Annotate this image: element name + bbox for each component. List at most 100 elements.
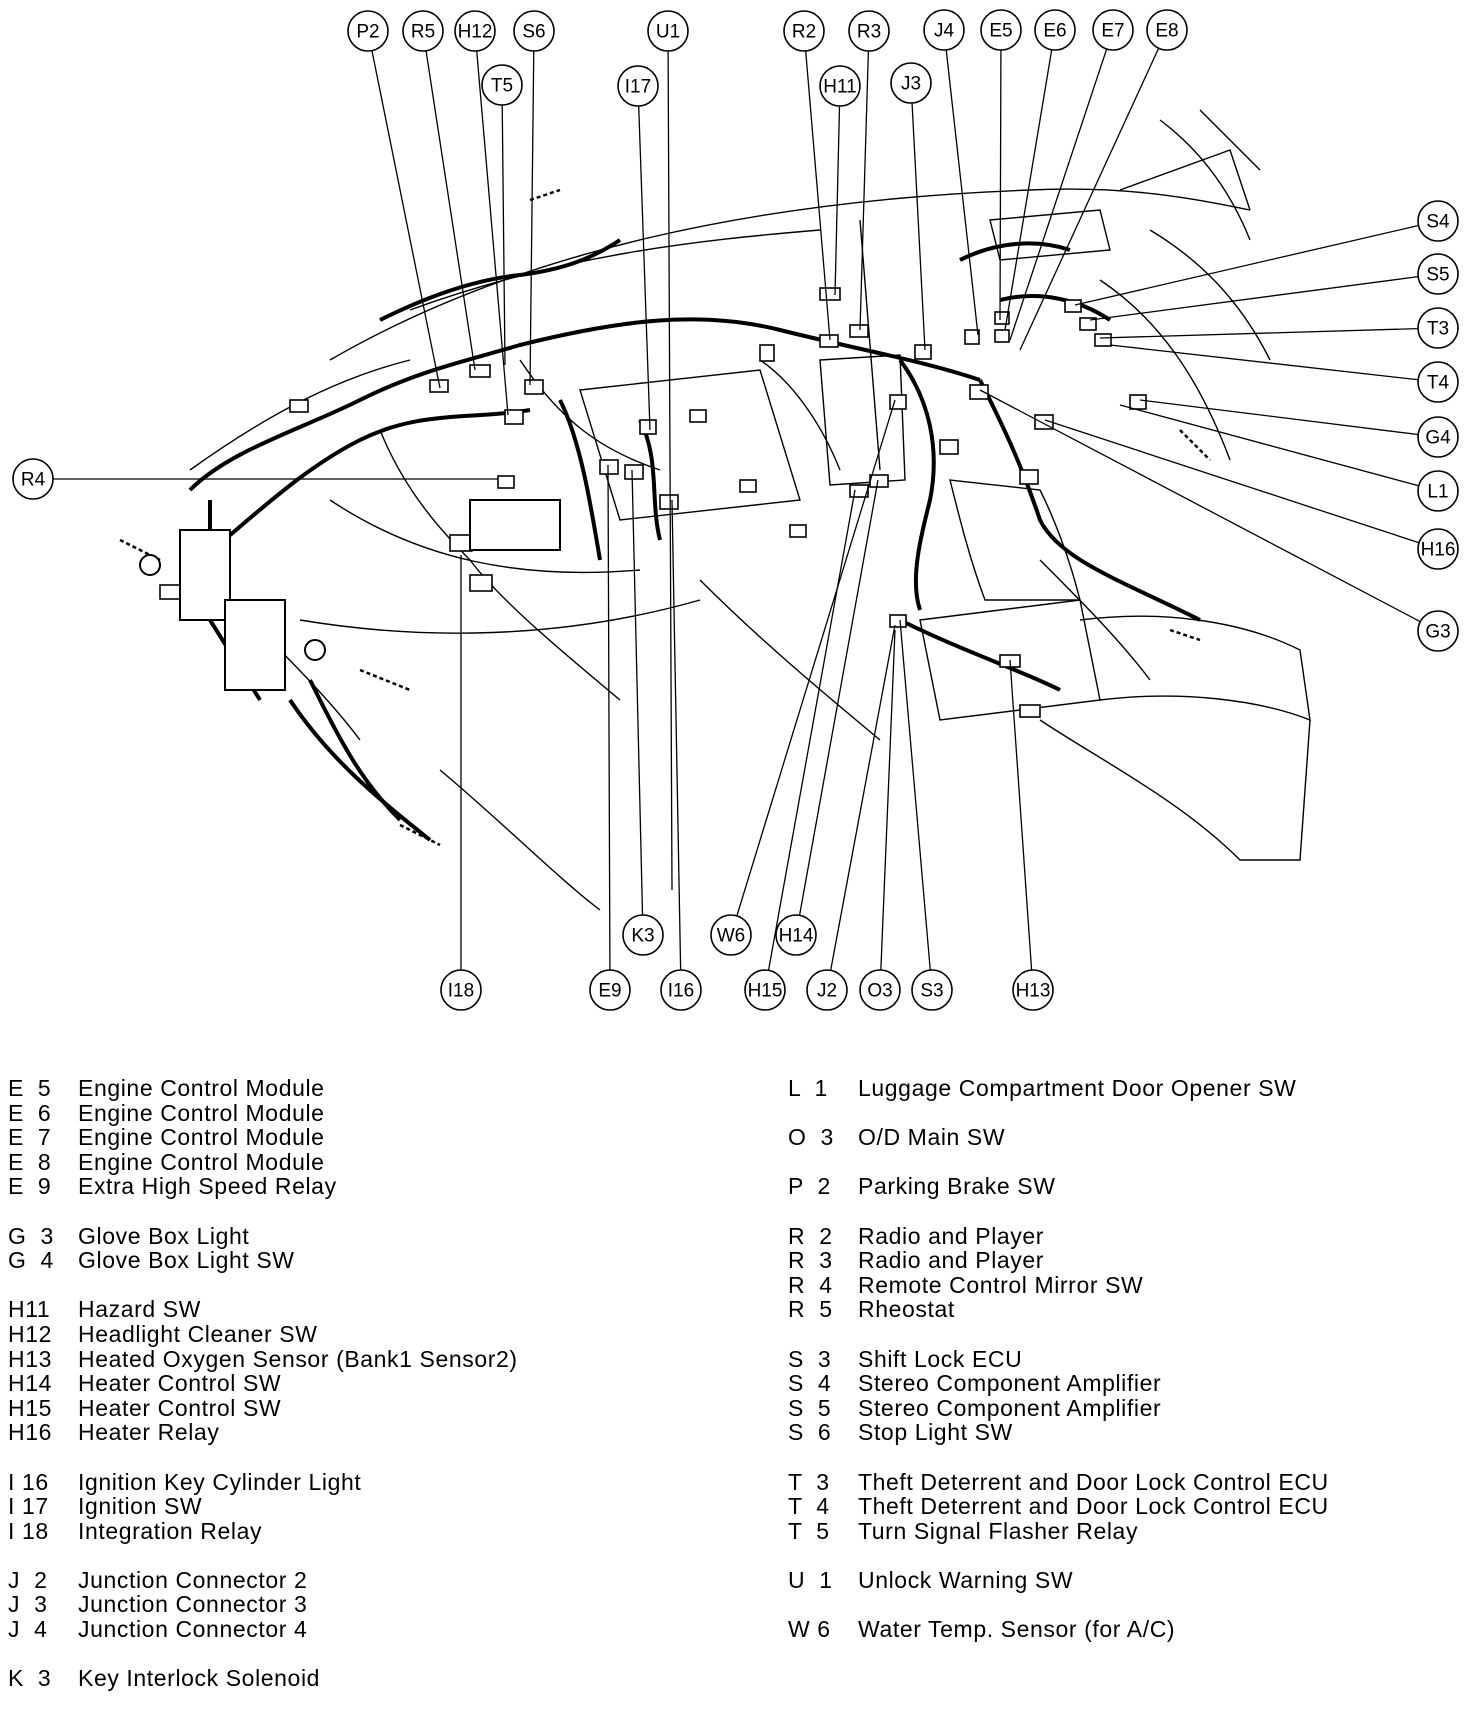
legend-name: Engine Control Module xyxy=(78,1075,325,1101)
callout-circle xyxy=(1034,9,1076,51)
callout-circle xyxy=(12,458,54,500)
callout-o3: O3 xyxy=(859,629,901,1011)
callout-circle xyxy=(347,10,389,52)
callout-circle xyxy=(481,64,523,106)
callout-label: R5 xyxy=(411,22,435,43)
legend-code: L 1 xyxy=(788,1075,828,1101)
legend-name: Remote Control Mirror SW xyxy=(858,1271,1144,1298)
legend-name: Stereo Component Amplifier xyxy=(858,1370,1162,1397)
callout-circle xyxy=(1417,307,1459,349)
callout-e9: E9 xyxy=(589,464,631,1011)
legend-code: E 5 xyxy=(8,1075,52,1101)
legend-name: Radio and Player xyxy=(858,1222,1045,1249)
legend-name: Turn Signal Flasher Relay xyxy=(858,1517,1139,1544)
dashboard-outline xyxy=(189,109,1311,911)
callout-label: S4 xyxy=(1426,212,1450,233)
callout-label: E9 xyxy=(598,981,621,1002)
legend-name: Stop Light SW xyxy=(858,1419,1013,1446)
leader-line xyxy=(371,50,441,389)
callout-label: T4 xyxy=(1427,373,1450,394)
callout-e7: E7 xyxy=(1009,9,1134,341)
callout-label: G4 xyxy=(1425,428,1451,449)
legend-code: K 3 xyxy=(8,1665,52,1692)
legend-name: Junction Connector 3 xyxy=(78,1591,308,1618)
legend-code: H15 xyxy=(8,1394,52,1421)
callout-circle xyxy=(806,969,848,1011)
legend-code: H12 xyxy=(8,1320,52,1347)
leader-line xyxy=(1019,47,1160,351)
callout-e6: E6 xyxy=(1004,9,1076,331)
callout-k3: K3 xyxy=(622,469,664,956)
legend-code: R 3 xyxy=(788,1247,833,1274)
callout-label: H16 xyxy=(1421,540,1456,561)
callout-circle xyxy=(848,10,890,52)
callout-circle xyxy=(783,10,825,52)
callout-label: H14 xyxy=(779,926,814,947)
callout-label: P2 xyxy=(356,22,379,43)
callout-label: S3 xyxy=(920,981,943,1002)
leader-line xyxy=(1139,399,1419,436)
callout-label: W6 xyxy=(717,926,746,947)
legend-code: G 3 xyxy=(8,1222,54,1249)
legend-name: Shift Lock ECU xyxy=(858,1345,1023,1372)
callout-t4: T4 xyxy=(1109,344,1459,403)
callout-label: L1 xyxy=(1427,482,1448,503)
legend-code: I 18 xyxy=(8,1517,49,1544)
callout-circle xyxy=(1417,200,1459,242)
callout-s5: S5 xyxy=(1089,253,1459,321)
callout-label: E7 xyxy=(1101,21,1124,42)
legend-row: S 4 Stereo Component Amplifier xyxy=(788,1371,1329,1396)
callout-circle xyxy=(819,65,861,107)
legend-code: H14 xyxy=(8,1370,52,1397)
legend-code: P 2 xyxy=(788,1173,831,1200)
leader-line xyxy=(1119,404,1419,487)
callout-i17: I17 xyxy=(617,65,659,431)
callout-circle xyxy=(980,9,1022,51)
legend-name: Theft Deterrent and Door Lock Control EC… xyxy=(858,1493,1329,1520)
callout-s6: S6 xyxy=(513,10,555,386)
leader-line xyxy=(736,399,896,917)
legend-name: Ignition Key Cylinder Light xyxy=(78,1468,362,1495)
callout-h13: H13 xyxy=(1009,659,1054,1011)
callout-circle xyxy=(1417,470,1459,512)
callout-label: R2 xyxy=(792,22,816,43)
legend-name: Unlock Warning SW xyxy=(858,1566,1074,1593)
leader-line xyxy=(667,50,673,891)
leader-line xyxy=(805,50,831,341)
leader-line xyxy=(1074,224,1419,306)
callout-circle xyxy=(1417,361,1459,403)
callout-circle xyxy=(660,969,702,1011)
legend-name: Ignition SW xyxy=(78,1493,203,1520)
legend-code: S 4 xyxy=(788,1370,832,1397)
callout-circle xyxy=(617,65,659,107)
callout-label: I18 xyxy=(448,981,474,1002)
legend-name: Headlight Cleaner SW xyxy=(78,1320,318,1347)
legend-name: Heater Control SW xyxy=(78,1370,282,1397)
legend-name: Junction Connector 2 xyxy=(78,1566,308,1593)
leader-line xyxy=(631,469,644,916)
callout-s3: S3 xyxy=(899,619,953,1011)
callout-circle xyxy=(859,969,901,1011)
